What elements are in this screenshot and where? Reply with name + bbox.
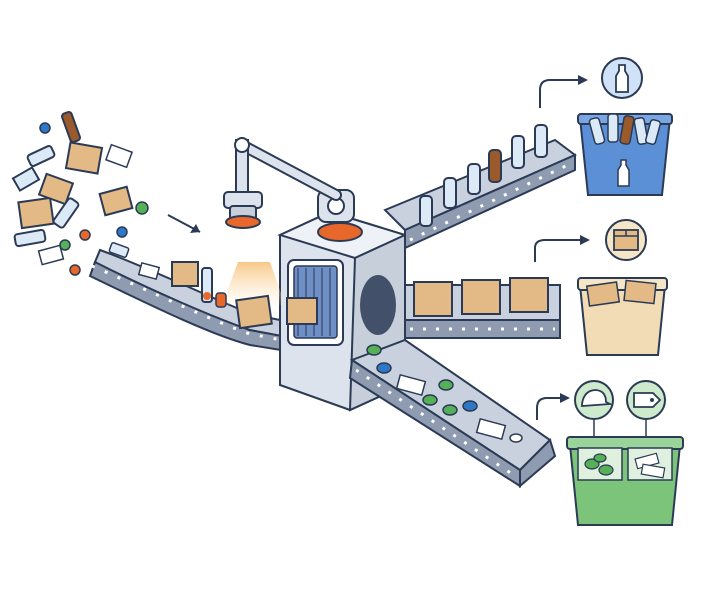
label-icon xyxy=(640,463,666,479)
cardboard-bin xyxy=(577,277,668,356)
label-icon xyxy=(104,143,134,169)
cap-icon xyxy=(442,404,458,416)
bottle-icon xyxy=(511,135,525,169)
cap-icon xyxy=(422,394,438,406)
box-icon xyxy=(509,277,549,313)
label-icon xyxy=(509,433,523,443)
bottle-icon xyxy=(633,117,649,145)
label-icon xyxy=(137,261,161,281)
bottle-icon xyxy=(588,117,606,145)
bottle-icon xyxy=(644,119,662,145)
cap-icon xyxy=(39,122,51,134)
bottle-symbol-icon xyxy=(617,159,630,187)
robotic-arm-scanner xyxy=(222,137,342,305)
bottle-icon xyxy=(11,166,41,192)
bottle-icon xyxy=(108,242,130,258)
box-icon xyxy=(37,172,75,206)
cap-icon xyxy=(69,264,81,276)
caps-labels-conveyor-items xyxy=(366,344,523,443)
cap-icon xyxy=(376,362,392,374)
mixed-waste-pile xyxy=(11,111,149,276)
scanner-light-beam xyxy=(222,262,285,305)
bottle-icon xyxy=(615,64,629,93)
box-icon xyxy=(235,294,273,330)
glass-conveyor-items xyxy=(419,124,548,227)
box-icon xyxy=(171,261,199,287)
glass-bin xyxy=(577,113,673,196)
amber-bottle-icon xyxy=(61,111,81,143)
box-icon xyxy=(17,196,55,230)
cardboard-output xyxy=(534,219,668,356)
cap-icon xyxy=(366,344,382,356)
machine-sensor-icon xyxy=(317,189,363,242)
cap-icon xyxy=(593,453,607,463)
caps-labels-output xyxy=(536,380,684,526)
box-icon xyxy=(64,141,104,175)
box-icon xyxy=(623,279,657,305)
cap-icon xyxy=(215,292,227,308)
input-direction-arrow xyxy=(167,214,201,233)
label-icon xyxy=(395,373,427,397)
box-icon xyxy=(98,185,134,217)
cap-icon xyxy=(438,379,454,391)
bottle-icon xyxy=(443,177,457,209)
cap-icon xyxy=(584,458,600,470)
cap-icon xyxy=(59,239,71,251)
label-icon xyxy=(37,244,65,266)
glass-badge xyxy=(601,57,643,99)
bottle-icon xyxy=(52,197,80,229)
label-icon xyxy=(475,417,507,441)
cardboard-badge xyxy=(605,219,647,261)
cap-icon xyxy=(135,201,149,215)
cardboard-conveyor-items xyxy=(413,277,549,317)
input-conveyor-items xyxy=(108,242,318,330)
caps-labels-bin xyxy=(566,436,684,526)
box-icon xyxy=(413,281,453,317)
box-icon xyxy=(461,279,501,315)
box-icon xyxy=(585,281,621,307)
bottle-icon xyxy=(419,195,433,227)
cap-icon xyxy=(598,464,614,476)
caps-badge xyxy=(574,380,614,440)
box-icon xyxy=(286,297,318,325)
cap-icon xyxy=(462,400,478,412)
cap-icon xyxy=(581,389,614,407)
amber-bottle-icon xyxy=(488,149,502,183)
bottle-icon xyxy=(467,163,481,195)
tag-icon xyxy=(633,392,662,408)
cap-icon xyxy=(203,292,211,300)
cap-icon xyxy=(116,226,128,238)
cap-icon xyxy=(79,229,91,241)
amber-bottle-icon xyxy=(619,115,635,145)
labels-badge xyxy=(626,380,666,440)
bottle-icon xyxy=(534,124,548,158)
bottle-icon xyxy=(26,145,56,167)
glass-output xyxy=(539,57,673,196)
bottle-icon xyxy=(13,228,47,248)
bottle-icon xyxy=(607,113,619,143)
